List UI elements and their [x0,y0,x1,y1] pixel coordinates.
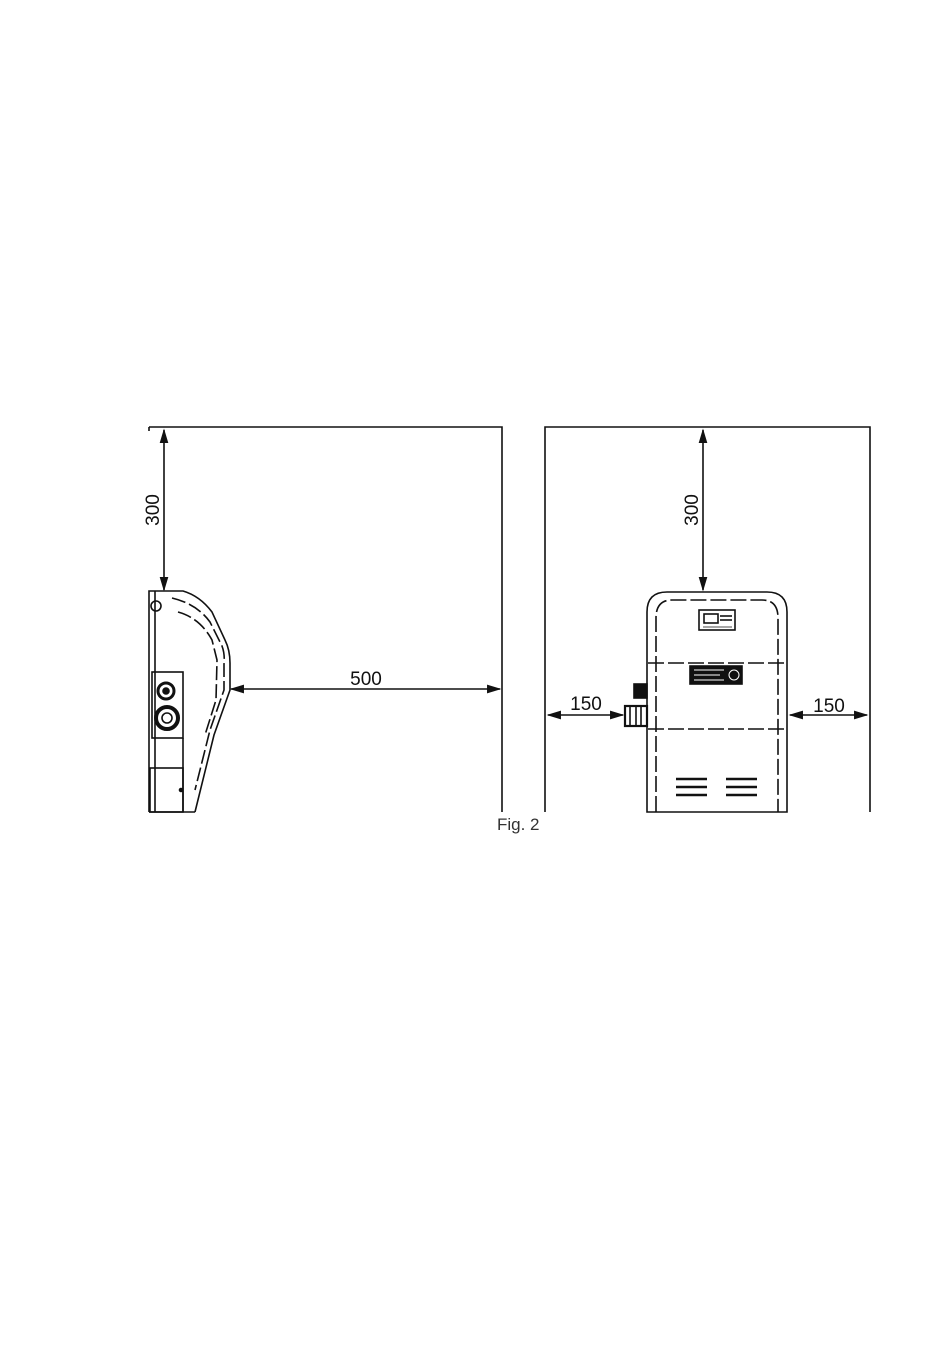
figure-caption: Fig. 2 [497,815,540,835]
side-unit-body [149,591,230,812]
front-vent-left [676,779,707,795]
front-top-clearance-label: 300 [682,494,703,526]
side-front-clearance-label: 500 [350,669,382,690]
side-connector-bottom [156,707,178,729]
front-right-clearance-label: 150 [813,696,845,717]
front-view [545,427,870,812]
side-top-knob [151,601,161,611]
side-top-clearance-label: 300 [143,494,164,526]
front-unit-body [647,592,787,812]
side-clearance-frame [149,427,502,812]
front-left-clearance-label: 150 [570,694,602,715]
front-clearance-frame [545,427,870,812]
side-view [149,427,502,812]
front-unit-inner-panel [656,600,778,812]
front-top-fitting [634,684,647,698]
side-unit-inner-contour-2 [178,612,217,735]
front-vent-right [726,779,757,795]
